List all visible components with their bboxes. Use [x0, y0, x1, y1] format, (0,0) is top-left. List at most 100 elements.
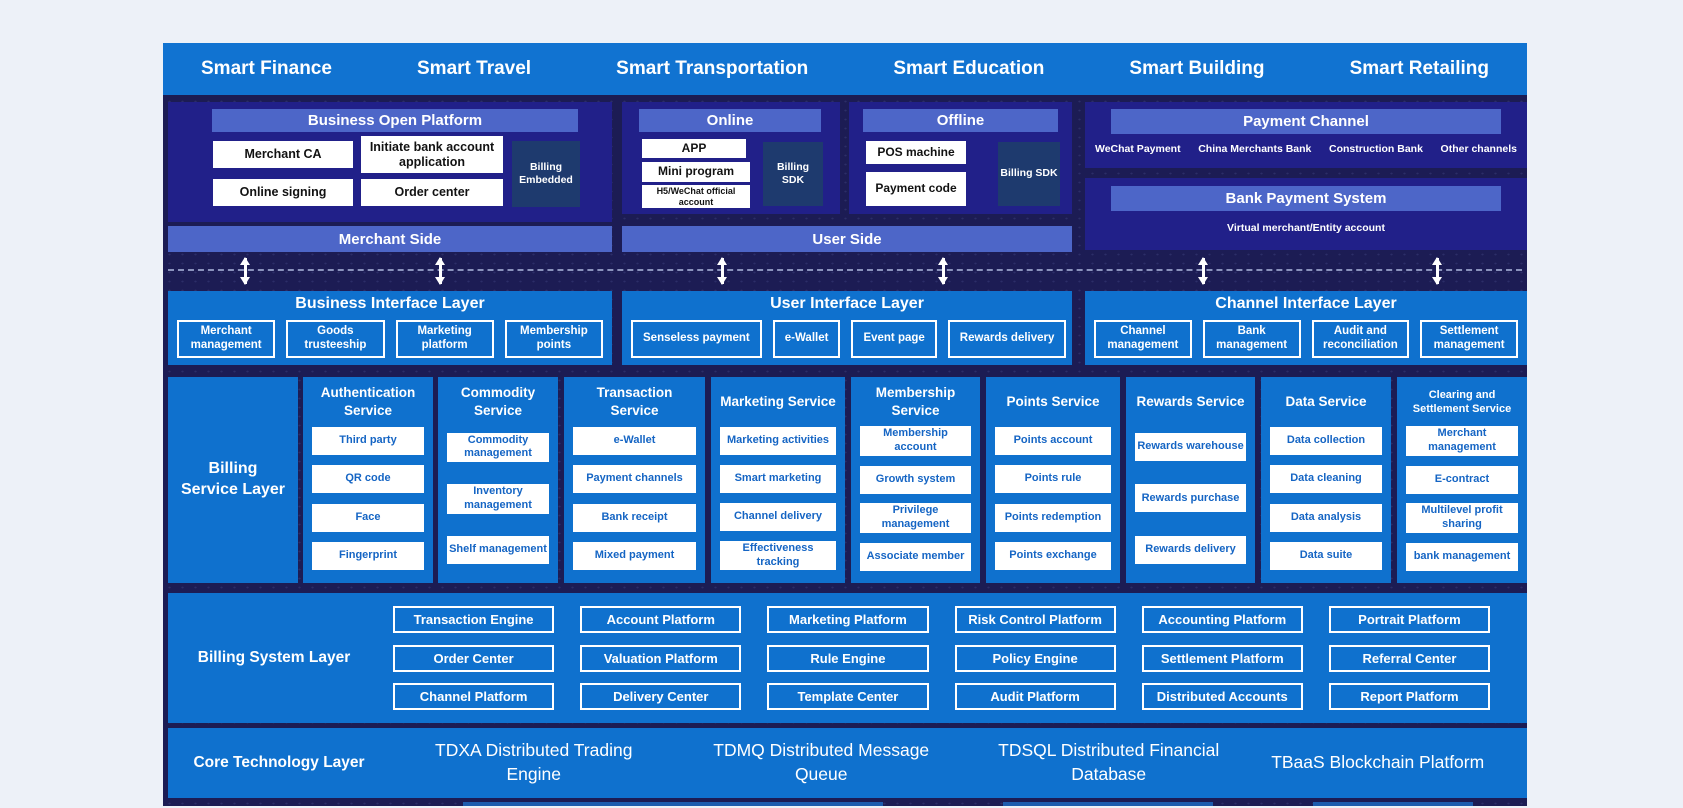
- system-platform-box: Risk Control Platform: [954, 606, 1116, 633]
- user-side-bar: User Side: [622, 226, 1072, 252]
- system-platform-box: Delivery Center: [580, 683, 742, 710]
- service-column-title: Commodity Service: [460, 385, 536, 418]
- service-box: Bank receipt: [573, 503, 696, 532]
- bank-payment-system-header: Bank Payment System: [1111, 186, 1501, 211]
- service-box: Rewards purchase: [1135, 484, 1246, 513]
- service-box: Mixed payment: [573, 542, 696, 571]
- service-box: QR code: [312, 465, 424, 494]
- service-box: Points rule: [995, 465, 1111, 494]
- industry-title: Smart Finance: [201, 58, 332, 79]
- core-technology-layer-label: Core Technology Layer: [193, 753, 365, 771]
- interface-box: Event page: [851, 320, 937, 358]
- double-arrow-icon: [936, 252, 950, 290]
- service-column-title: Membership Service: [875, 385, 956, 418]
- service-box: Points redemption: [995, 503, 1111, 532]
- service-box: Points exchange: [995, 542, 1111, 571]
- system-platform-box: Marketing Platform: [767, 606, 929, 633]
- online-signing-box: Online signing: [213, 179, 353, 206]
- pos-machine-box: POS machine: [866, 141, 966, 164]
- channel-interface-layer-title: Channel Interface Layer: [1215, 295, 1397, 312]
- service-box: Effectiveness tracking: [720, 540, 836, 571]
- interface-box: Settlement management: [1420, 320, 1518, 358]
- channel-interface-layer-panel: Channel Interface Layer Channel manageme…: [1085, 291, 1527, 365]
- core-technology-item: TDXA Distributed Trading Engine: [435, 740, 633, 784]
- double-arrow-icon: [238, 252, 252, 290]
- service-column-title: Data Service: [1285, 394, 1367, 410]
- service-box: Rewards delivery: [1135, 535, 1246, 564]
- online-panel: Online APP Mini program H5/WeChat offici…: [622, 102, 840, 214]
- double-arrow-icon: [1196, 252, 1210, 290]
- core-technology-layer-panel: Core Technology Layer TDXA Distributed T…: [168, 728, 1527, 798]
- service-box: Multilevel profit sharing: [1406, 503, 1518, 533]
- service-box: Face: [312, 503, 424, 532]
- payment-code-box: Payment code: [866, 172, 966, 206]
- service-box: Third party: [312, 426, 424, 455]
- service-column-title: Authentication Service: [320, 385, 416, 418]
- service-box: Payment channels: [573, 465, 696, 494]
- system-platform-box: Order Center: [393, 644, 555, 672]
- payment-channel-header: Payment Channel: [1111, 109, 1501, 134]
- industry-title: Smart Building: [1129, 58, 1265, 79]
- payment-channel-item: Other channels: [1440, 143, 1517, 155]
- service-box: Rewards warehouse: [1135, 433, 1246, 462]
- industry-title: Smart Transportation: [616, 58, 809, 79]
- payment-channel-item: WeChat Payment: [1095, 143, 1181, 155]
- billing-sdk-box-offline: Billing SDK: [998, 142, 1060, 206]
- service-box: Data cleaning: [1270, 465, 1382, 494]
- service-column-title: Transaction Service: [596, 385, 673, 418]
- billing-system-layer-label: Billing System Layer: [197, 648, 351, 666]
- system-platform-box: Template Center: [767, 683, 929, 710]
- payment-channel-panel: Payment Channel WeChat Payment China Merc…: [1085, 102, 1527, 168]
- service-box: Privilege management: [860, 503, 971, 533]
- core-technology-item: TBaaS Blockchain Platform: [1271, 752, 1485, 773]
- app-box: APP: [642, 139, 746, 158]
- system-platform-box: Portrait Platform: [1328, 606, 1491, 633]
- industry-title: Smart Education: [893, 58, 1045, 79]
- business-interface-layer-title: Business Interface Layer: [295, 295, 485, 312]
- dotted-divider-line: [168, 269, 1522, 271]
- system-platform-box: Settlement Platform: [1141, 644, 1303, 672]
- service-column-title: Marketing Service: [720, 394, 836, 410]
- interface-box: Membership points: [504, 320, 603, 358]
- service-box: E-contract: [1406, 465, 1518, 494]
- system-platform-box: Accounting Platform: [1141, 606, 1303, 633]
- core-technology-item: TDSQL Distributed Financial Database: [998, 740, 1220, 784]
- billing-embedded-box: Billing Embedded: [512, 141, 580, 207]
- service-box: Associate member: [860, 542, 971, 571]
- business-interface-layer-panel: Business Interface Layer Merchant manage…: [168, 291, 612, 365]
- core-technology-items: TDXA Distributed Trading Engine TDMQ Dist…: [390, 739, 1503, 786]
- service-box: Data analysis: [1270, 503, 1382, 532]
- industry-title: Smart Retailing: [1349, 58, 1489, 79]
- service-box: Merchant management: [1406, 426, 1518, 456]
- interface-box: Merchant management: [177, 320, 276, 358]
- payment-channel-item: China Merchants Bank: [1198, 143, 1312, 155]
- system-platform-box: Audit Platform: [954, 683, 1116, 710]
- offline-panel: Offline POS machine Payment code Billing…: [849, 102, 1072, 214]
- interface-box: Channel management: [1094, 320, 1192, 358]
- interface-box: Goods trusteeship: [286, 320, 385, 358]
- order-center-box: Order center: [361, 179, 503, 206]
- system-platform-box: Referral Center: [1328, 644, 1491, 672]
- core-technology-item: TDMQ Distributed Message Queue: [713, 740, 930, 784]
- service-box: Data suite: [1270, 542, 1382, 571]
